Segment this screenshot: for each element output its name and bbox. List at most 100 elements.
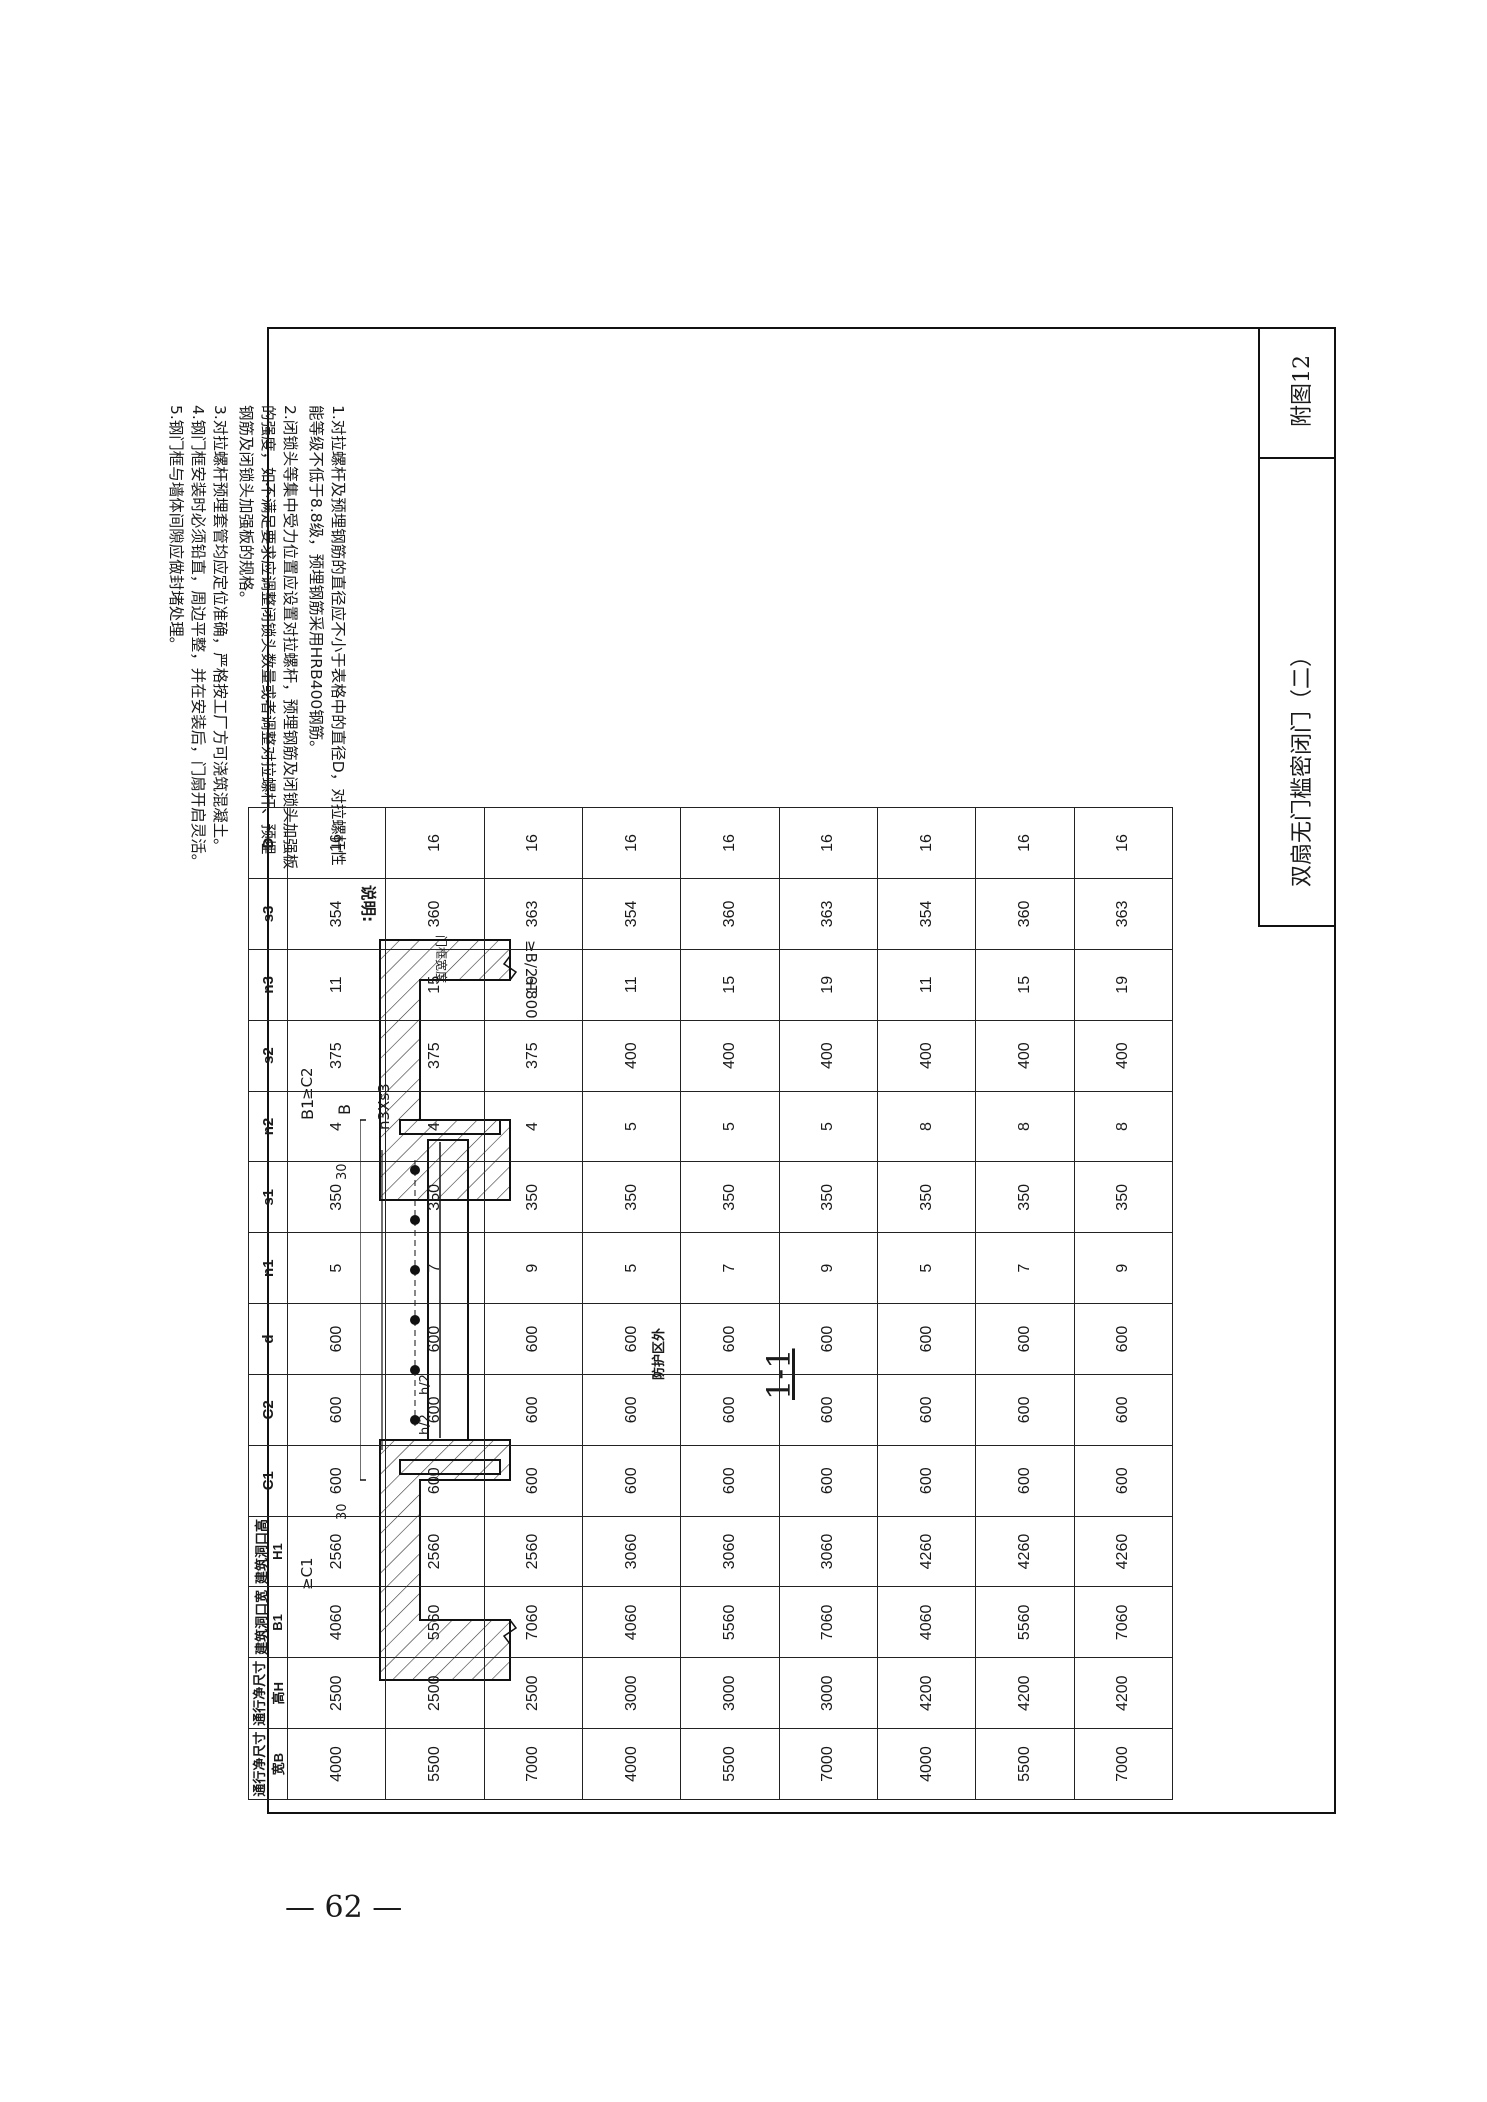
table-cell: 7060	[484, 1586, 583, 1658]
table-cell: 600	[287, 1374, 386, 1446]
table-cell: 363	[779, 878, 878, 950]
table-cell: 600	[1074, 1374, 1173, 1446]
table-cell: 350	[582, 1161, 681, 1233]
header-cell: n2	[248, 1091, 288, 1162]
table-cell: 4260	[1074, 1516, 1173, 1587]
table-cell: 350	[484, 1161, 583, 1233]
table-cell: 375	[484, 1020, 583, 1092]
note-line: 1.对拉螺杆及预埋钢筋的直径应不小于表格中的直径D，对拉螺杆性	[329, 405, 347, 866]
table-cell: 360	[385, 878, 485, 950]
table-cell: 2560	[287, 1516, 386, 1587]
table-cell: 16	[287, 807, 386, 879]
table-cell: 600	[779, 1445, 878, 1517]
table-cell: 600	[385, 1374, 485, 1446]
table-cell: 9	[779, 1232, 878, 1304]
table-cell: 354	[877, 878, 976, 950]
table-cell: 600	[877, 1374, 976, 1446]
table-cell: 4200	[1074, 1657, 1173, 1729]
table-cell: 16	[680, 807, 780, 879]
table-cell: 19	[484, 949, 583, 1021]
table-cell: 600	[680, 1374, 780, 1446]
table-cell: 7000	[1074, 1728, 1173, 1800]
table-cell: 600	[484, 1303, 583, 1375]
table-cell: 2560	[385, 1516, 485, 1587]
table-cell: 350	[1074, 1161, 1173, 1233]
table-cell: 400	[582, 1020, 681, 1092]
table-cell: 16	[582, 807, 681, 879]
drawing-frame	[267, 327, 1336, 1814]
table-cell: 7060	[1074, 1586, 1173, 1658]
table-cell: 5500	[680, 1728, 780, 1800]
table-cell: 4	[385, 1091, 485, 1162]
table-cell: 600	[484, 1374, 583, 1446]
table-cell: 354	[287, 878, 386, 950]
header-cell: n3	[248, 949, 288, 1021]
table-cell: 5	[877, 1232, 976, 1304]
table-cell: 350	[680, 1161, 780, 1233]
header-cell: D	[248, 807, 288, 879]
header-cell: C1	[248, 1445, 288, 1517]
table-cell: 3060	[680, 1516, 780, 1587]
table-cell: 4060	[877, 1586, 976, 1658]
note-line: 的强度，如不满足要求应调整闭锁头数量或者调整对拉螺杆、预埋	[259, 405, 277, 855]
door-leaf	[427, 1139, 469, 1441]
table-cell: 600	[877, 1445, 976, 1517]
table-cell: 363	[1074, 878, 1173, 950]
header-cell: d	[248, 1303, 288, 1375]
table-cell: 11	[877, 949, 976, 1021]
table-cell: 600	[582, 1303, 681, 1375]
table-cell: 4200	[975, 1657, 1075, 1729]
table-cell: 4060	[287, 1586, 386, 1658]
drawing-title: 双扇无门槛密闭门（二）	[1290, 644, 1315, 887]
table-cell: 5500	[975, 1728, 1075, 1800]
table-cell: 19	[779, 949, 878, 1021]
table-cell: 3000	[779, 1657, 878, 1729]
table-cell: 600	[385, 1445, 485, 1517]
table-cell: 363	[484, 878, 583, 950]
table-cell: 19	[1074, 949, 1173, 1021]
table-cell: 600	[287, 1303, 386, 1375]
table-cell: 16	[1074, 807, 1173, 879]
table-cell: 3000	[582, 1657, 681, 1729]
table-cell: 5560	[385, 1586, 485, 1658]
table-cell: 16	[975, 807, 1075, 879]
table-cell: 350	[287, 1161, 386, 1233]
header-cell: C2	[248, 1374, 288, 1446]
table-cell: 600	[385, 1303, 485, 1375]
table-cell: 600	[975, 1445, 1075, 1517]
spec-table-wrap: 通行净尺寸宽B 通行净尺寸高H 建筑洞口宽B1 建筑洞口高H1 C1 C2 d …	[248, 807, 1173, 1800]
note-line: 3.对拉螺杆预埋套管均应定位准确，严格按工厂方可浇筑混凝土。	[211, 405, 229, 854]
header-cell: 建筑洞口高H1	[248, 1516, 288, 1587]
table-cell: 7060	[779, 1586, 878, 1658]
table-cell: 2500	[385, 1657, 485, 1729]
table-cell: 350	[385, 1161, 485, 1233]
table-cell: 4	[484, 1091, 583, 1162]
drawing-number: 附图12	[1290, 355, 1315, 427]
table-cell: 7	[385, 1232, 485, 1304]
page-number: — 62 —	[285, 1890, 403, 1925]
spec-table: 通行净尺寸宽B 通行净尺寸高H 建筑洞口宽B1 建筑洞口高H1 C1 C2 d …	[248, 807, 1173, 1800]
table-cell: 600	[779, 1374, 878, 1446]
table-cell: 16	[385, 807, 485, 879]
table-cell: 9	[1074, 1232, 1173, 1304]
table-cell: 400	[1074, 1020, 1173, 1092]
table-cell: 3060	[582, 1516, 681, 1587]
table-cell: 5500	[385, 1728, 485, 1800]
header-cell: s2	[248, 1020, 288, 1092]
table-cell: 360	[680, 878, 780, 950]
title-block: 附图12 双扇无门槛密闭门（二）	[1258, 327, 1336, 927]
table-cell: 4000	[287, 1728, 386, 1800]
table-cell: 600	[1074, 1303, 1173, 1375]
table-cell: 4000	[582, 1728, 681, 1800]
table-cell: 9	[484, 1232, 583, 1304]
table-cell: 375	[385, 1020, 485, 1092]
table-cell: 16	[484, 807, 583, 879]
table-cell: 5	[680, 1091, 780, 1162]
table-cell: 600	[877, 1303, 976, 1375]
note-line: 5.钢门框与墙体间隙应做封堵处理。	[167, 405, 185, 653]
note-line: 2.闭锁头等集中受力位置应设置对拉螺杆，预埋钢筋及闭锁头加强板	[281, 405, 299, 870]
